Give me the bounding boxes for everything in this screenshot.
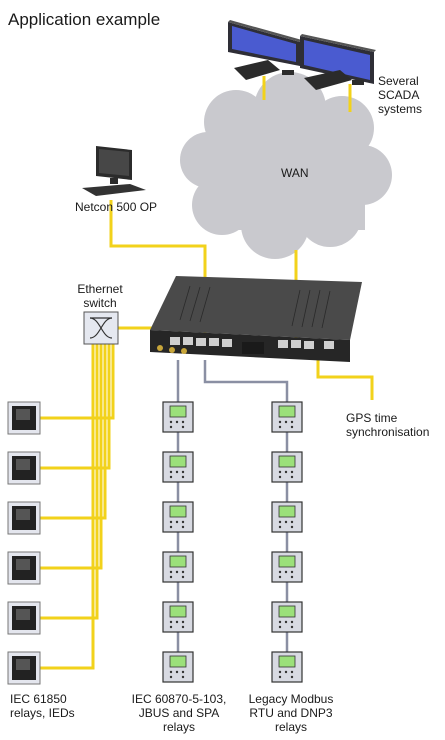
label-gps: GPS time synchronisation xyxy=(346,411,430,439)
label-iec60870: IEC 60870-5-103, JBUS and SPA relays xyxy=(131,692,227,734)
netcon-500-device xyxy=(150,276,362,362)
label-ethernet-switch: Ethernet switch xyxy=(77,282,123,310)
serial-relay-icon xyxy=(162,401,194,433)
label-netcon-op: Netcon 500 OP xyxy=(75,200,158,214)
label-wan: WAN xyxy=(281,166,309,180)
cable-ied-4 xyxy=(40,344,103,570)
serial-relay-icon xyxy=(162,601,194,633)
ied-relay-icon xyxy=(7,601,41,635)
iec60870-relays xyxy=(162,401,194,683)
serial-relay-icon xyxy=(162,651,194,683)
ied-relay-icon xyxy=(7,651,41,685)
serial-relay-icon xyxy=(271,451,303,483)
netcon-op-computer xyxy=(82,146,146,196)
serial-relay-icon xyxy=(271,501,303,533)
serial-cables xyxy=(176,360,289,660)
ethernet-switch xyxy=(83,311,119,345)
ied-relay-icon xyxy=(7,551,41,585)
label-iec61850: IEC 61850 relays, IEDs xyxy=(10,692,75,720)
ied-relay-icon xyxy=(7,451,41,485)
serial-relay-icon xyxy=(162,451,194,483)
cable-ied-1 xyxy=(40,344,115,420)
scada-workstation-2 xyxy=(300,34,376,90)
ied-relay-icon xyxy=(7,401,41,435)
cable-gps xyxy=(316,352,374,400)
ied-relay-icon xyxy=(7,501,41,535)
modbus-relays xyxy=(271,401,303,683)
serial-relay-icon xyxy=(162,551,194,583)
serial-relay-icon xyxy=(271,551,303,583)
cable-ied-2 xyxy=(40,344,111,470)
scada-workstation-1 xyxy=(228,20,302,80)
label-scada-systems: Several SCADA systems xyxy=(378,74,423,116)
cable-ied-3 xyxy=(40,344,107,520)
serial-relay-icon xyxy=(271,651,303,683)
serial-relay-icon xyxy=(271,401,303,433)
cable-ied-5 xyxy=(40,344,99,620)
iec61850-relays xyxy=(7,401,41,685)
page-title: Application example xyxy=(8,10,161,29)
serial-relay-icon xyxy=(162,501,194,533)
cable-ied-6 xyxy=(40,344,95,670)
label-modbus: Legacy Modbus RTU and DNP3 relays xyxy=(248,692,334,734)
wan-cloud xyxy=(180,72,392,259)
serial-relay-icon xyxy=(271,601,303,633)
